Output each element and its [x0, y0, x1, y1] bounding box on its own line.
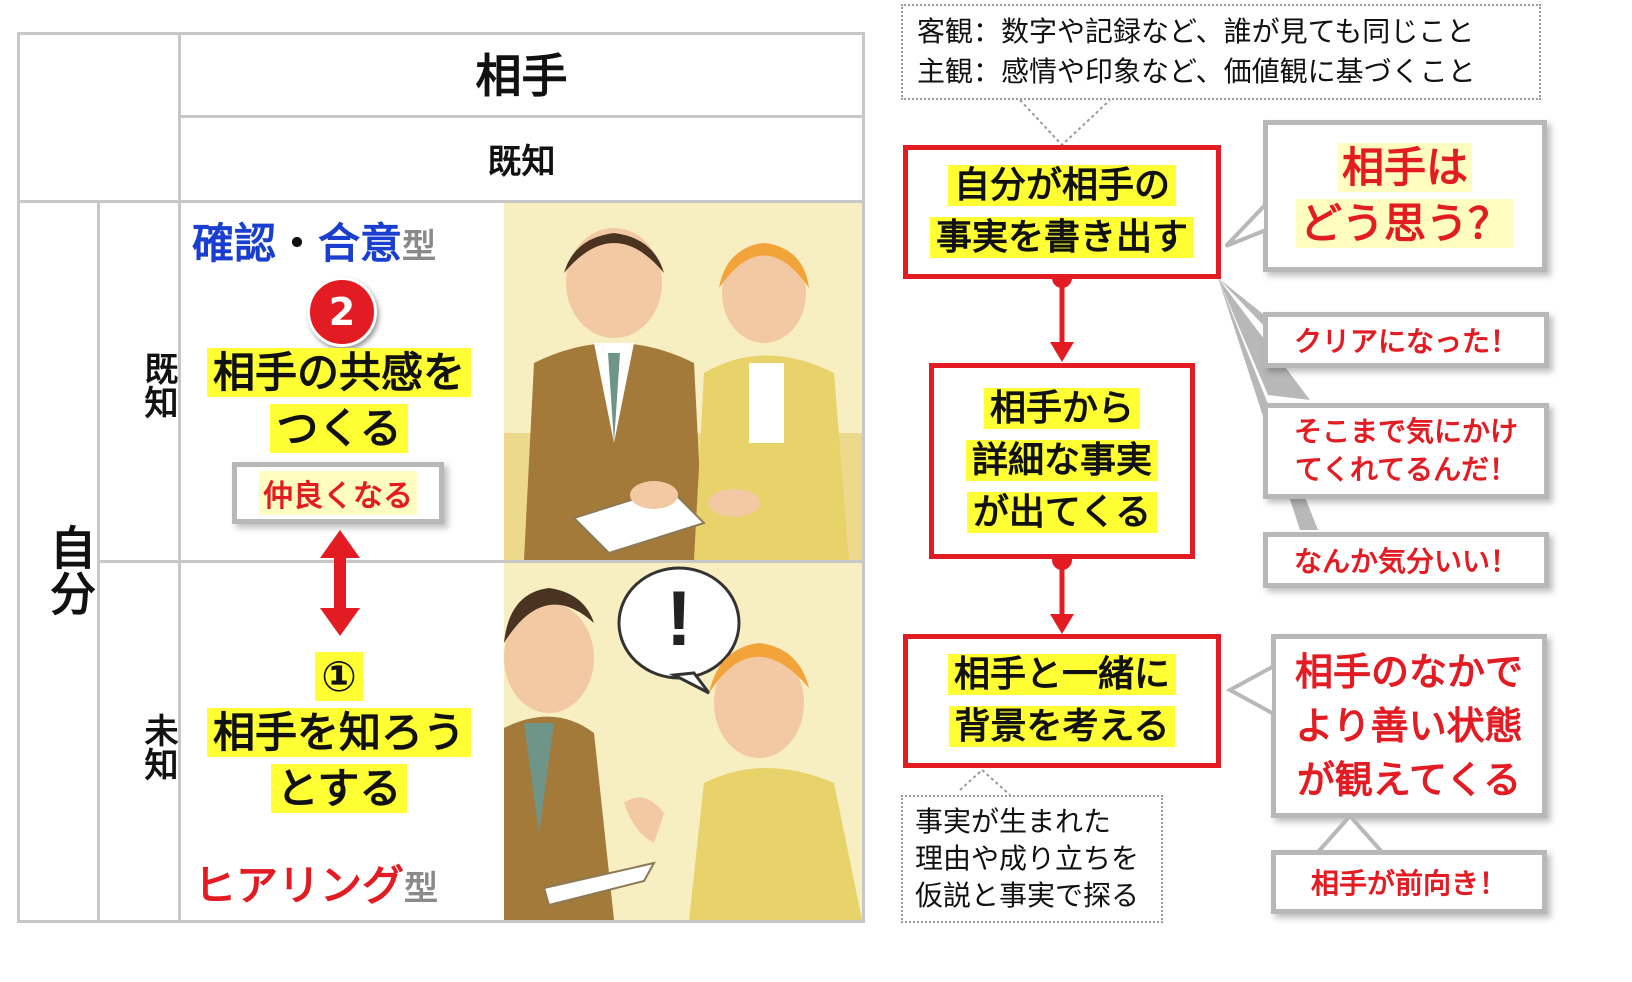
definition-objective: 客観：数字や記録など、誰が見ても同じこと — [917, 15, 1475, 48]
empathy-line1: 相手の共感を — [181, 346, 497, 400]
row-label-known: 既知 — [138, 351, 178, 419]
type-word-hearing: ヒアリング — [194, 861, 405, 910]
matrix-top-subheader: 既知 — [487, 142, 556, 182]
illustration-meeting — [504, 203, 862, 560]
definition-subjective: 主観：感情や印象など、価値観に基づくこと — [917, 55, 1476, 88]
callout-positive-tail — [1316, 812, 1386, 854]
type-dot: ・ — [276, 219, 319, 268]
callout-question: 相手は どう思う？ — [1263, 120, 1547, 272]
matrix-left-header: 自分 — [43, 524, 97, 616]
definition-note: 客観：数字や記録など、誰が見ても同じこと 主観：感情や印象など、価値観に基づくこ… — [901, 4, 1541, 100]
reaction-positive: 相手が前向き！ — [1271, 850, 1547, 914]
callout-question-tail — [1224, 200, 1268, 248]
callout-better-state: 相手のなかで より善い状態 が観えてくる — [1271, 634, 1547, 818]
row-label-unknown: 未知 — [138, 713, 178, 781]
type-suffix: 型 — [402, 227, 437, 267]
type-suffix-hearing: 型 — [404, 869, 439, 909]
type-title-known: 確認・合意型 — [192, 216, 436, 275]
flow-step-3: 相手と一緒に 背景を考える — [903, 634, 1221, 768]
reaction-feel-good: なんか気分いい！ — [1263, 532, 1549, 588]
step-marker-1: ① — [181, 650, 497, 704]
illustration-hearing: ! — [504, 563, 862, 920]
type-word-confirm: 確認 — [192, 219, 277, 268]
hearing-line1: 相手を知ろう — [181, 706, 497, 760]
hearing-line2: とする — [181, 762, 497, 816]
type-title-hearing: ヒアリング型 — [194, 858, 438, 917]
callout-better-state-tail — [1226, 662, 1276, 718]
exclamation-icon: ! — [666, 574, 692, 662]
matrix-top-header: 相手 — [475, 49, 568, 103]
background-note: 事実が生まれた 理由や成り立ちを 仮説と事実で探る — [901, 795, 1163, 923]
step-number-badge: 2 — [307, 277, 377, 347]
type-word-agree: 合意 — [318, 219, 403, 268]
reaction-clear: クリアになった！ — [1263, 312, 1549, 368]
flow-step-2: 相手から 詳細な事実 が出てくる — [929, 363, 1195, 559]
tag-get-close: 仲良くなる — [232, 462, 444, 524]
double-arrow-icon — [320, 530, 360, 636]
empathy-line2: つくる — [181, 402, 497, 456]
flow-step-1: 自分が相手の 事実を書き出す — [903, 145, 1221, 279]
reaction-cared: そこまで気にかけ てくれてるんだ！ — [1263, 403, 1549, 499]
